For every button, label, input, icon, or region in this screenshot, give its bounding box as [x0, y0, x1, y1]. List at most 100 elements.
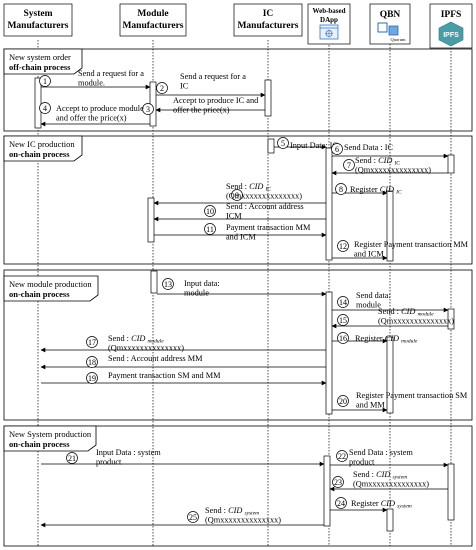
message-3-label-2: offer the price(x) [173, 106, 230, 115]
message-9-number: 9 [235, 191, 239, 200]
message-22-label-2: product [349, 458, 375, 467]
message-24-number-circle [335, 497, 347, 509]
message-20-label-1: Register Payment transaction SM [356, 391, 468, 400]
message-10-number-circle [204, 205, 216, 217]
message-8-number: 8 [339, 185, 343, 194]
activation-ic-1 [264, 79, 272, 117]
activation-mm-3 [150, 270, 158, 294]
activation-dapp-2 [325, 147, 333, 261]
message-17-number-circle [86, 336, 98, 348]
activation-qbn-4 [386, 508, 394, 532]
message-2-label-2: IC [180, 82, 189, 91]
activation-ic-2 [267, 138, 275, 154]
message-1-label-2: module. [78, 79, 105, 88]
message-3-label-1: Accept to produce IC and [173, 96, 259, 105]
message-9-label-2: (Qmxxxxxxxxxxxxxx) [226, 192, 302, 201]
message-4-label-2: and offer the price(x) [56, 114, 127, 123]
message-21-label-1: Input Data : system [96, 448, 161, 457]
message-14-label-2: module [356, 301, 381, 310]
message-10-label-2: ICM [226, 212, 242, 221]
message-23-label-2: (Qmxxxxxxxxxxxxxx) [353, 480, 429, 489]
activation-dapp-4 [323, 455, 331, 527]
message-20-number-circle [337, 395, 349, 407]
message-18-number-circle [86, 356, 98, 368]
message-15-number: 15 [339, 316, 347, 325]
section-label-2: New IC production on-chain process [3, 135, 83, 162]
activation-mm-2 [147, 197, 155, 243]
section-label-4: New System production on-chain process [3, 425, 97, 452]
message-7-label-1: Send : CID IC [355, 156, 400, 167]
message-5-label-1: Input Data: IC [290, 141, 338, 150]
message-25-number: 25 [189, 513, 197, 522]
message-18-label-1: Send : Account address MM [108, 354, 203, 363]
message-6-number-circle [331, 143, 343, 155]
message-12-number-circle [337, 240, 349, 252]
header-ic-manufacturers: IC Manufacturers [233, 3, 303, 37]
message-20-number: 20 [339, 397, 347, 406]
message-12-label-1: Register Payment transaction MM [354, 240, 469, 249]
message-16: 16 Register CID module [332, 332, 418, 345]
message-4-label-1: Accept to produce module [56, 104, 144, 113]
message-16-label-1: Register CID module [355, 334, 418, 345]
message-13-number: 13 [164, 280, 172, 289]
activation-sm-1 [34, 77, 42, 129]
qbn-caption: Quorum [391, 37, 406, 42]
section-3-title: New module production [9, 279, 92, 289]
section-1-subtitle: off-chain process [9, 62, 71, 72]
message-4-number: 4 [43, 104, 47, 113]
message-8: 8 Register CID IC [332, 183, 402, 196]
section-1-title: New system order [9, 52, 71, 62]
message-23-number-circle [332, 476, 344, 488]
message-15-label-2: (Qmxxxxxxxxxxxxxx) [378, 317, 454, 326]
message-13-number-circle [162, 278, 174, 290]
message-11-number-circle [204, 223, 216, 235]
header-ic-label-1: IC [263, 9, 274, 19]
message-18-number: 18 [88, 358, 96, 367]
header-ipfs: IPFS IPFS [429, 3, 473, 49]
header-module-label-1: Module [137, 9, 168, 19]
message-21-number: 21 [68, 454, 76, 463]
message-21-label-2: product [96, 458, 122, 467]
message-8-label-1: Register CID IC [350, 185, 402, 196]
message-3-number-circle [142, 103, 154, 115]
section-4-subtitle: on-chain process [9, 439, 70, 449]
message-25: 25 Send : CID system(Qmxxxxxxxxxxxxxx) [40, 506, 324, 528]
activation-ipfs-3 [447, 308, 455, 330]
message-21-number-circle [66, 452, 78, 464]
message-10-label-1: Send : Account address [226, 202, 304, 211]
header-system-label-2: Manufacturers [7, 21, 68, 31]
message-17-label-1: Send : CID module [108, 334, 164, 345]
activation-qbn-3 [386, 336, 394, 414]
message-13-label-1: Input data: [184, 279, 220, 288]
activation-ipfs-2 [447, 154, 455, 174]
message-15-number-circle [337, 314, 349, 326]
message-14-number: 14 [339, 298, 347, 307]
dapp-icon [319, 24, 339, 40]
message-19-label-1: Payment transaction SM and MM [108, 371, 221, 380]
activation-ipfs-4 [447, 463, 455, 521]
message-25-label-1: Send : CID system [205, 506, 259, 517]
header-ipfs-label: IPFS [441, 10, 462, 20]
message-25-number-circle [187, 511, 199, 523]
message-19-number-circle [86, 372, 98, 384]
message-16-number: 16 [339, 334, 347, 343]
message-20-label-2: and MM [356, 401, 385, 410]
message-1-label-1: Send a request for a [78, 69, 144, 78]
message-25-label-2: (Qmxxxxxxxxxxxxxx) [205, 516, 281, 525]
header-dapp-label-2: DApp [320, 16, 338, 24]
